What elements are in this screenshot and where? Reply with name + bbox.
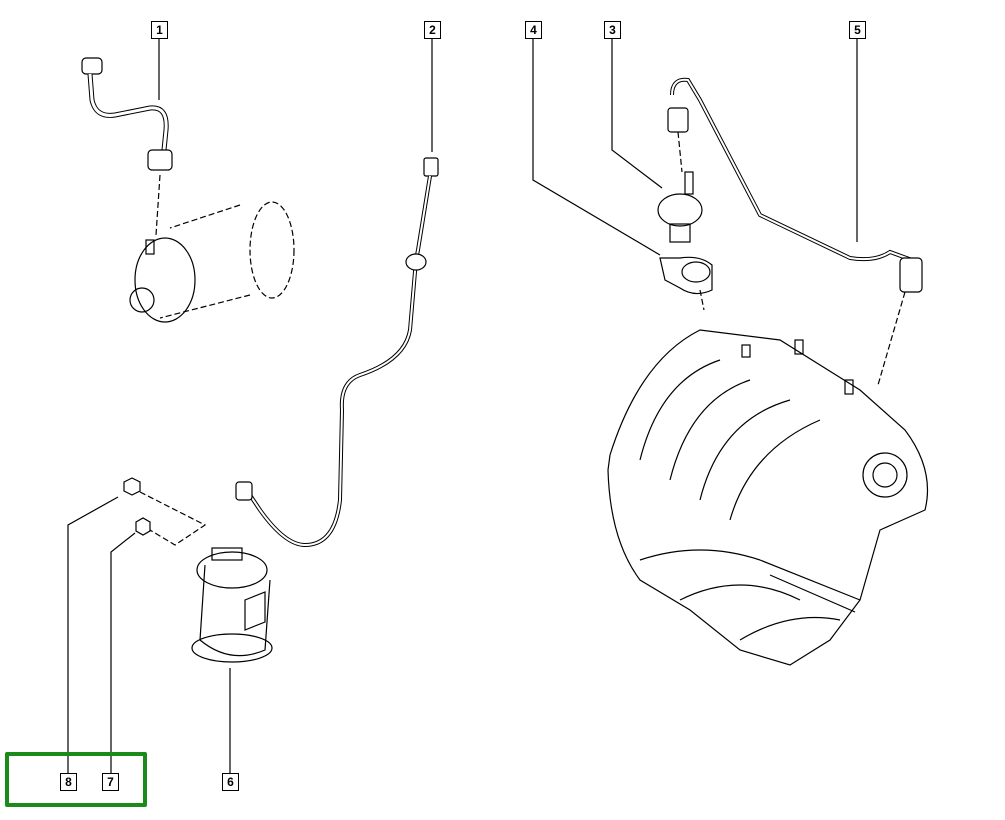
callout-7[interactable]: 7: [102, 773, 119, 791]
leader-lines: [67, 38, 858, 774]
canister-part-6: [191, 547, 273, 663]
assembly-dash: [139, 491, 207, 546]
bracket-part-4: [659, 256, 713, 311]
charcoal-canister-upper: [155, 174, 295, 319]
nut-part-8: [123, 477, 141, 496]
callout-5[interactable]: 5: [849, 21, 866, 39]
intake-manifold: [607, 329, 929, 666]
vapour-pipe-part-2: [235, 157, 439, 548]
vapour-pipe-part-5: [670, 77, 923, 386]
canister-end: [129, 237, 196, 323]
callout-2[interactable]: 2: [424, 21, 441, 39]
valve-part-3: [657, 107, 703, 243]
callout-1[interactable]: 1: [151, 21, 168, 39]
vapour-pipe-part-1: [81, 57, 173, 171]
callout-4[interactable]: 4: [525, 21, 542, 39]
callout-8[interactable]: 8: [60, 773, 77, 791]
nut-part-7: [135, 517, 151, 536]
callout-6[interactable]: 6: [222, 773, 239, 791]
highlight-box: [5, 752, 147, 807]
callout-3[interactable]: 3: [604, 21, 621, 39]
